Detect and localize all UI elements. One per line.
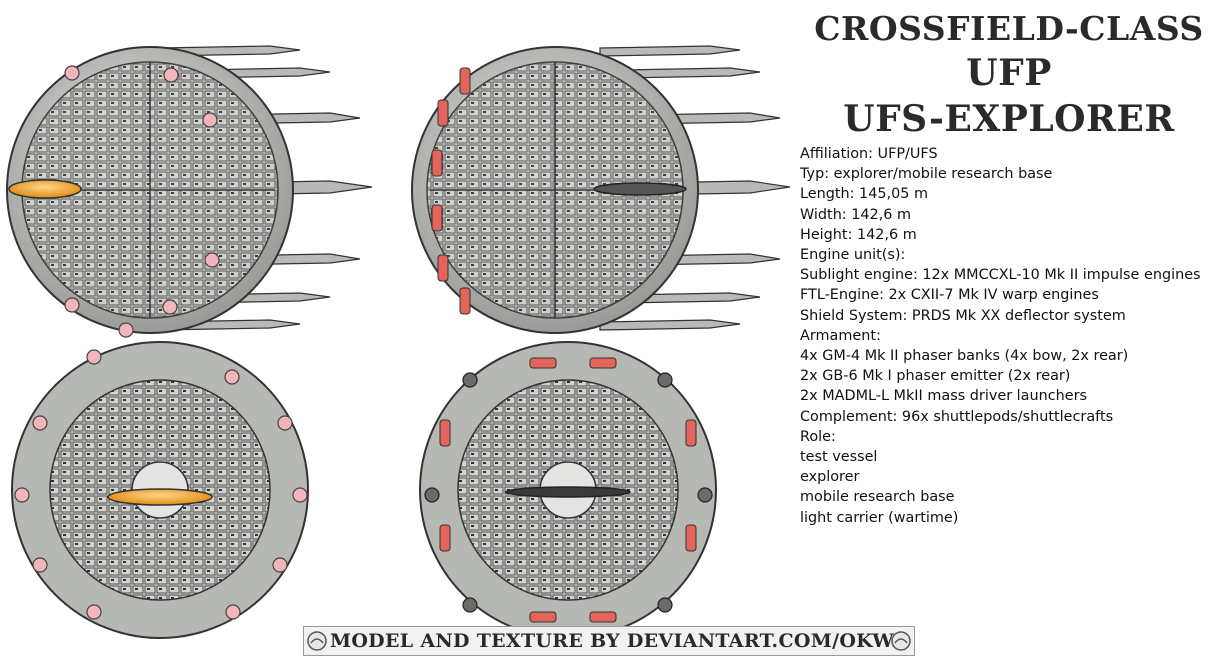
spec-line: light carrier (wartime): [800, 509, 959, 526]
spec-line: Typ: explorer/mobile research base: [800, 166, 1053, 183]
spec-line: 4x GM-4 Mk II phaser banks (4x bow, 2x r…: [800, 348, 1129, 365]
side-view-left: [6, 45, 373, 338]
pink-lights-left: [64, 65, 220, 338]
spec-line: Length: 145,05 m: [800, 186, 929, 203]
deviantart-logo-icon: [891, 631, 911, 651]
red-windows-bottom: [439, 357, 697, 623]
dark-dome-right: [593, 182, 687, 196]
credit-text: MODEL AND TEXTURE BY DEVIANTART.COM/OKWA: [330, 630, 908, 652]
spec-line: test vessel: [800, 449, 878, 466]
red-windows-right: [431, 67, 471, 315]
dark-dome-bottom: [505, 486, 631, 498]
ship-blueprint-art: [6, 45, 790, 639]
spec-line: 2x MADML-L MkII mass driver launchers: [800, 388, 1088, 405]
spec-line: Sublight engine: 12x MMCCXL-10 Mk II imp…: [800, 267, 1201, 284]
spec-line: FTL-Engine: 2x CXII-7 Mk IV warp engines: [800, 287, 1099, 304]
spec-line: Shield System: PRDS Mk XX deflector syst…: [800, 307, 1126, 324]
spec-line: Width: 142,6 m: [800, 206, 912, 223]
spec-line: Engine unit(s):: [800, 247, 906, 264]
spec-line: Affiliation: UFP/UFS: [800, 146, 938, 162]
orange-dome-left: [8, 179, 82, 199]
title-line-2: UFP: [966, 52, 1052, 94]
title-line-3: UFS-EXPLORER: [843, 98, 1175, 140]
spec-line: mobile research base: [800, 489, 955, 506]
orange-dome-top: [107, 488, 213, 506]
spec-line: Armament:: [800, 327, 881, 344]
spec-line: explorer: [800, 469, 860, 486]
spec-line: 2x GB-6 Mk I phaser emitter (2x rear): [800, 368, 1071, 385]
spec-line: Role:: [800, 428, 836, 445]
deviantart-logo-icon: [307, 631, 327, 651]
spec-line: Complement: 96x shuttlepods/shuttlecraft…: [800, 408, 1114, 425]
top-view-left: [11, 341, 309, 639]
credit-banner: MODEL AND TEXTURE BY DEVIANTART.COM/OKWA: [303, 626, 915, 656]
spec-line: Height: 142,6 m: [800, 226, 917, 243]
pink-lights-top: [14, 349, 308, 620]
side-view-right: [411, 45, 790, 334]
dark-ports-bottom: [424, 372, 713, 613]
title-line-1: CROSSFIELD-CLASS: [814, 9, 1204, 48]
bottom-view-right: [419, 341, 717, 639]
spec-list: Affiliation: UFP/UFS Typ: explorer/mobile…: [800, 144, 1218, 528]
